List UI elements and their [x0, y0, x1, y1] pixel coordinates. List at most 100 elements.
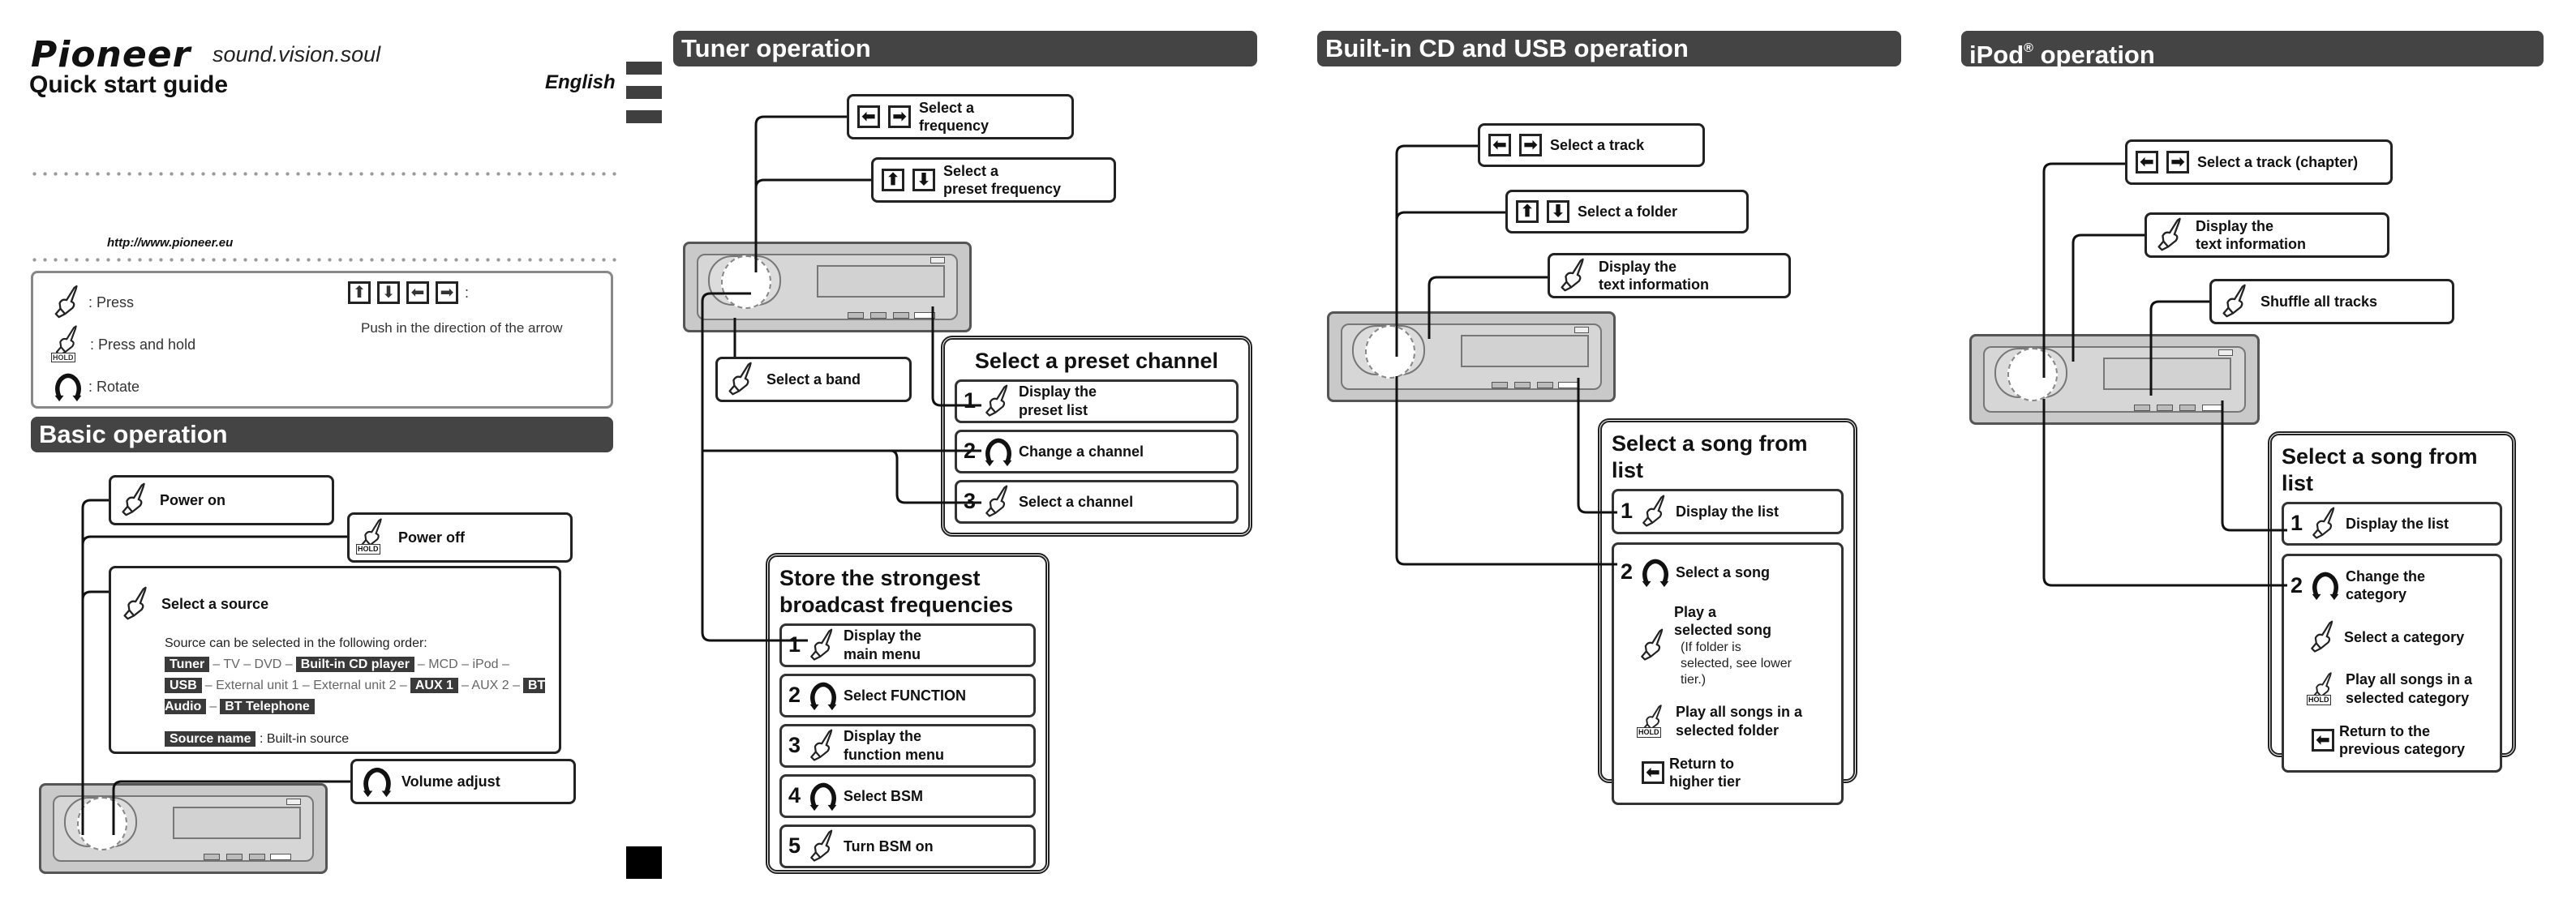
arrow-right-icon: ➡: [436, 281, 458, 304]
sub-row-rotate: 2 Select a song: [1621, 556, 1835, 589]
press-icon: [53, 283, 84, 322]
connector-line: [754, 178, 871, 189]
hold-badge: HOLD: [1637, 726, 1661, 739]
page-marker: [626, 846, 662, 879]
rotate-icon: [361, 765, 393, 799]
arrow-down-icon: ⬇: [912, 169, 935, 191]
legend-rotate: : Rotate: [53, 370, 140, 403]
head-unit-display: [2103, 358, 2231, 390]
step-label: Display the list: [2346, 515, 2449, 532]
callout-power-off: HOLD Power off: [347, 512, 573, 563]
legend-press: : Press: [53, 283, 134, 322]
press-hold-icon: HOLD: [356, 516, 390, 559]
step-label: Select a channel: [1019, 493, 1134, 510]
arrow-left-icon: ⬅: [2312, 729, 2334, 752]
brand-tagline: sound.vision.soul: [213, 42, 381, 66]
callout-label: Power on: [160, 491, 226, 508]
select-source-heading: Select a source: [121, 585, 268, 623]
arrow-left-icon: ⬅: [857, 105, 880, 128]
language-tab-marker: [626, 86, 662, 99]
connector-line: [81, 590, 109, 601]
panel-title: Select a preset channel: [974, 349, 1219, 373]
source-chip: Tuner: [165, 657, 210, 672]
arrow-down-icon: ⬇: [377, 281, 400, 304]
callout-select-folder: ⬆ ⬇ Select a folder: [1505, 190, 1749, 233]
arrow-left-icon: ⬅: [1642, 761, 1664, 785]
arrow-right-icon: ➡: [2166, 151, 2189, 173]
source-name-desc: : Built-in source: [259, 732, 350, 746]
callout-select-track: ⬅ ➡ Select a track: [1478, 123, 1705, 167]
step-number: 5: [788, 833, 801, 858]
callout-volume: Volume adjust: [350, 759, 576, 804]
press-icon: [1640, 493, 1671, 530]
step-label: Select a category: [2344, 628, 2465, 645]
step-display-list: 1 Display the list: [2282, 501, 2502, 546]
website-link[interactable]: http://www.pioneer.eu: [107, 236, 234, 250]
rotate-icon: [1640, 556, 1671, 589]
head-unit-display: [173, 807, 301, 839]
press-hold-icon: HOLD: [1637, 703, 1671, 740]
step-number: 3: [788, 733, 801, 757]
source-separator: – TV – DVD –: [213, 657, 293, 671]
callout-label: Select a band: [766, 370, 861, 388]
section-header-cd-usb: Built-in CD and USB operation: [1317, 31, 1901, 66]
press-icon: [2308, 619, 2339, 656]
rotate-icon: [808, 780, 839, 812]
callout-select-band: Select a band: [715, 357, 912, 402]
press-icon: [983, 383, 1014, 420]
legend-press-hold: HOLD : Press and hold: [51, 323, 196, 366]
language-tab-marker: [626, 110, 662, 123]
press-hold-icon: HOLD: [51, 323, 85, 366]
rotate-icon: [983, 435, 1014, 468]
press-icon: [119, 481, 152, 520]
legend-arrows-desc: Push in the direction of the arrow: [361, 320, 563, 336]
source-name-legend: Source name : Built-in source: [165, 729, 549, 750]
press-icon: [1558, 256, 1591, 295]
callout-label: Select a folder: [1578, 203, 1678, 220]
connector-line: [1395, 211, 1505, 221]
hold-badge: HOLD: [2307, 694, 2331, 706]
source-separator: – External unit 1 – External unit 2 –: [204, 679, 407, 692]
press-icon: [1638, 627, 1669, 664]
multi-control-knob: [2007, 348, 2058, 401]
callout-shuffle: Shuffle all tracks: [2209, 279, 2454, 324]
legend-press-hold-label: : Press and hold: [90, 336, 196, 353]
step-display-list: 1 Display the list: [1612, 488, 1844, 534]
head-unit-illustration: [1969, 334, 2260, 425]
press-icon: [808, 627, 839, 664]
legend-arrows: ⬆ ⬇ ⬅ ➡ :: [348, 281, 469, 304]
press-icon: [2310, 505, 2341, 542]
press-icon: [726, 360, 758, 399]
step-number: 4: [788, 783, 801, 807]
source-separator: –: [209, 700, 217, 713]
source-chip: USB: [165, 678, 202, 693]
arrow-up-icon: ⬆: [882, 169, 904, 191]
arrow-right-icon: ➡: [1519, 134, 1542, 156]
callout-select-track-chapter: ⬅ ➡ Select a track (chapter): [2125, 139, 2393, 185]
press-icon: [808, 727, 839, 765]
press-icon: [808, 828, 839, 865]
connector-line: [1395, 376, 1617, 566]
